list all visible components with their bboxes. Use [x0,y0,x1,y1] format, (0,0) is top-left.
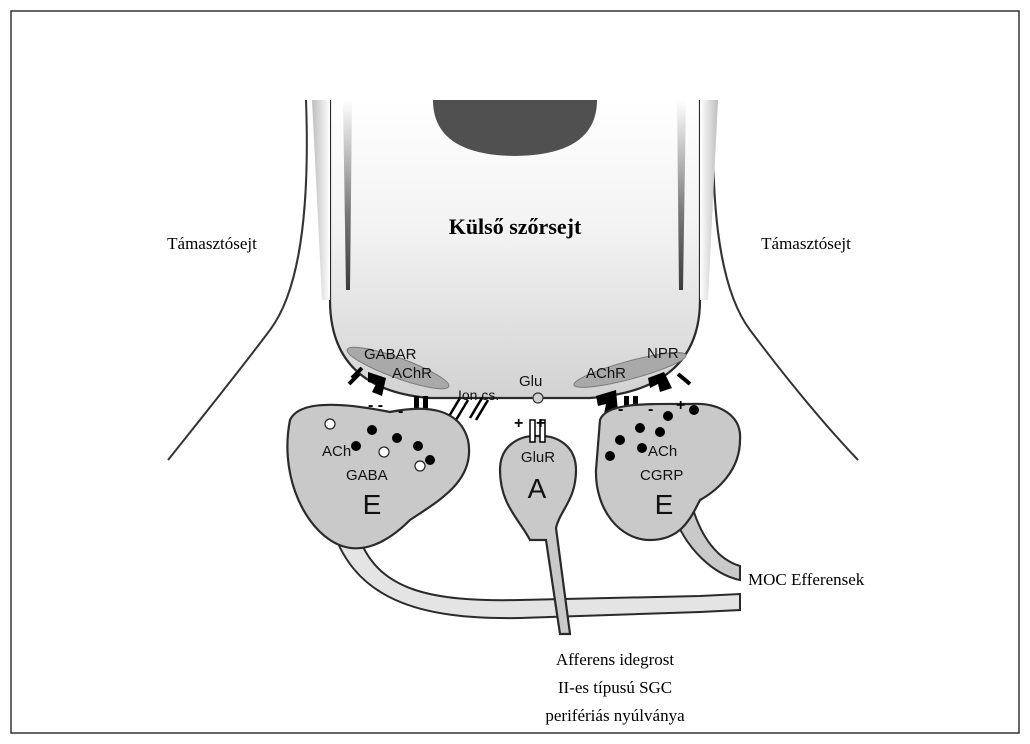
vesicle-filled [635,423,645,433]
vesicle-filled [689,405,699,415]
glu-label: Glu [519,373,542,390]
minus-sign: - - [368,397,383,414]
vesicle-open [379,447,389,457]
plus-sign: + [514,415,523,432]
vesicle-filled [663,411,673,421]
afferent-caption: Afferens idegrost II-es típusú SGC perif… [545,650,685,725]
vesicle-filled [351,441,361,451]
right-terminal-letter: E [655,489,674,520]
minus-sign: - [648,401,653,418]
minus-sign: - [398,403,403,420]
afferent-caption-line3: perifériás nyúlványa [545,706,685,725]
right-terminal-cgrp: CGRP [640,467,683,484]
afferent-caption-line2: II-es típusú SGC [558,678,672,697]
hair-cell-label: Külső szőrsejt [449,214,582,239]
right-terminal-ach: ACh [648,443,677,460]
vesicle-filled [605,451,615,461]
minus-sign: - [618,401,623,418]
vesicle-filled [425,455,435,465]
moc-efferent-label: MOC Efferensek [748,570,865,589]
achr-left-label: AChR [392,365,432,382]
plus-sign: + [676,397,685,414]
left-terminal-ach: ACh [322,443,351,460]
vesicle-filled [413,441,423,451]
left-support-cell-outline [168,100,307,460]
vesicle-filled [367,425,377,435]
vesicle-open [415,461,425,471]
vesicle-open [325,419,335,429]
npr-bar [678,374,690,384]
glur-label: GluR [521,449,555,466]
support-cell-left-label: Támasztósejt [167,234,257,253]
glur-receptor-1 [530,420,535,442]
afferent-letter: A [528,473,547,504]
afferent-caption-line1: Afferens idegrost [556,650,674,669]
vesicle-filled [637,443,647,453]
glu-vesicle [533,393,543,403]
npr-label: NPR [647,345,679,362]
left-terminal-gaba: GABA [346,467,388,484]
achr-right-label: AChR [586,365,626,382]
vesicle-filled [615,435,625,445]
vesicle-filled [392,433,402,443]
support-cell-right-label: Támasztósejt [761,234,851,253]
right-support-cell-outline [713,100,858,460]
left-terminal-letter: E [363,489,382,520]
plus-sign: + [536,415,545,432]
left-wall-shade [312,100,330,300]
vesicle-filled [655,427,665,437]
gabar-label: GABAR [364,346,417,363]
ion-channel-label: Ion cs. [458,387,499,403]
